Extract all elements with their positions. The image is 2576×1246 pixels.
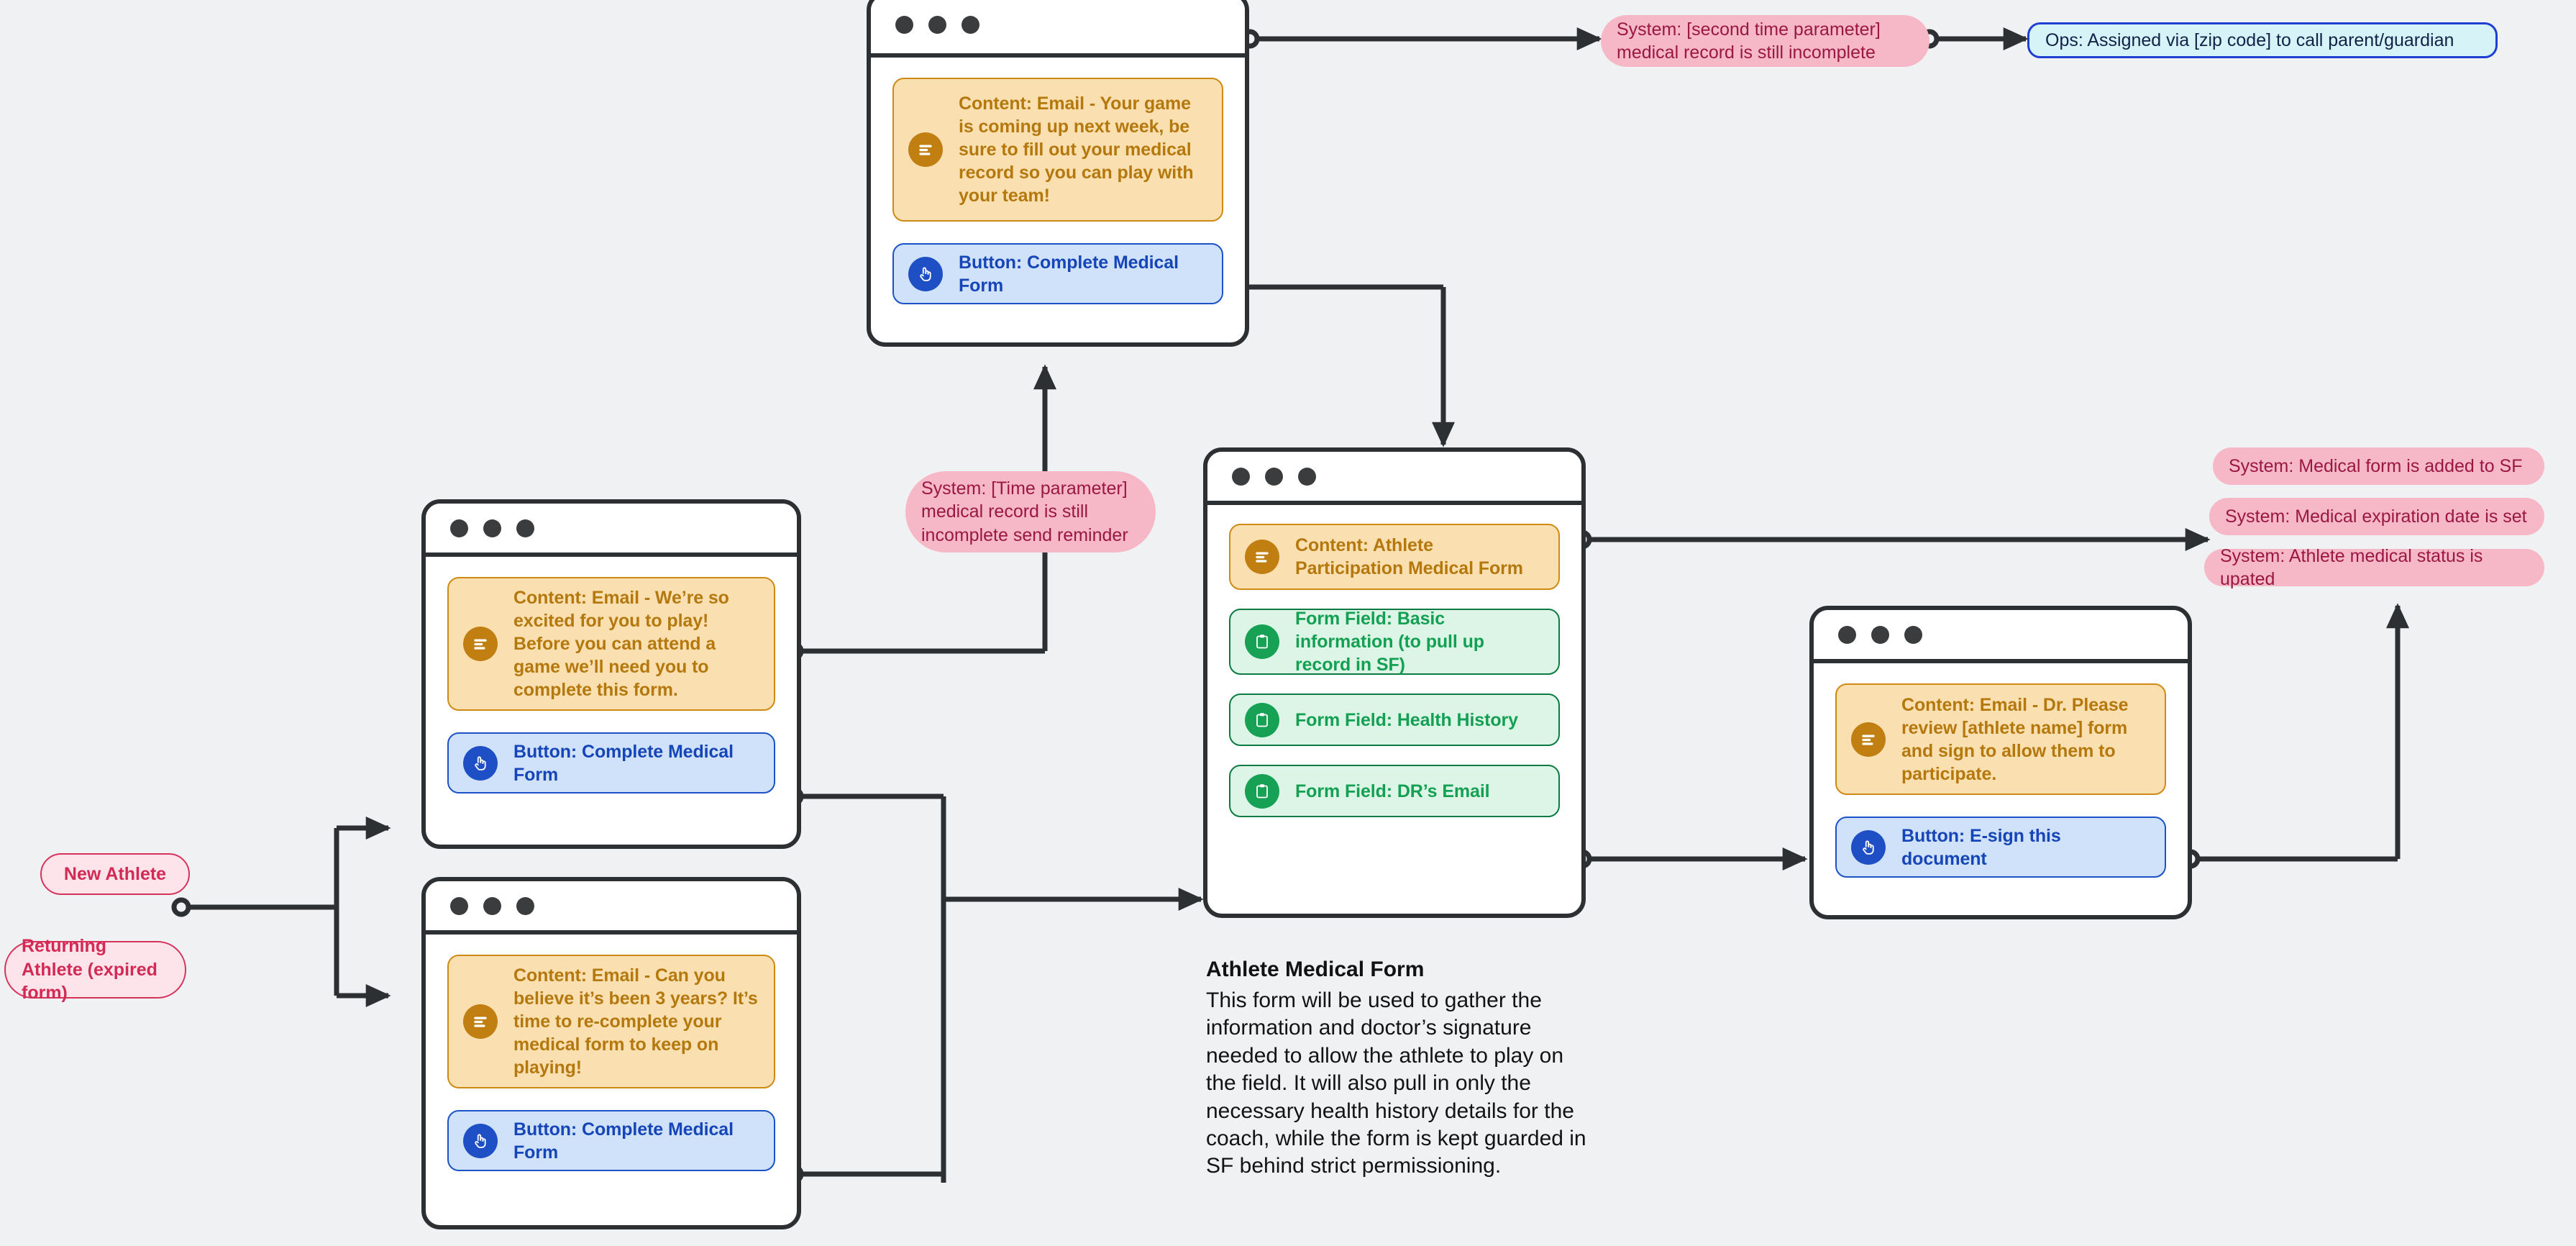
caption-block: Athlete Medical Form This form will be u… xyxy=(1206,957,1598,1181)
system-note-text: System: [Time parameter] medical record … xyxy=(921,478,1128,545)
window-titlebar xyxy=(426,881,797,934)
window-content: Content: Email - Dr. Please review [athl… xyxy=(1814,663,2188,899)
window-content: Content: Athlete Participation Medical F… xyxy=(1207,505,1581,839)
caption-body: This form will be used to gather the inf… xyxy=(1206,988,1586,1178)
button-label: Button: E-sign this document xyxy=(1901,825,2061,869)
window-dot-close-icon xyxy=(1838,625,1856,644)
clipboard-icon xyxy=(1245,624,1279,659)
document-lines-icon xyxy=(1245,540,1279,574)
caption-title: Athlete Medical Form xyxy=(1206,958,1425,981)
form-field-basic-information[interactable]: Form Field: Basic information (to pull u… xyxy=(1229,609,1560,675)
window-content: Content: Email - Can you believe it’s be… xyxy=(426,934,797,1193)
new-athlete-email-window[interactable]: Content: Email - We’re so excited for yo… xyxy=(421,499,801,849)
complete-medical-form-button[interactable]: Button: Complete Medical Form xyxy=(447,1110,775,1171)
doctor-esign-window[interactable]: Content: Email - Dr. Please review [athl… xyxy=(1809,606,2192,919)
complete-medical-form-button[interactable]: Button: Complete Medical Form xyxy=(892,243,1223,304)
window-dot-minimize-icon xyxy=(483,896,501,915)
form-field-dr-email[interactable]: Form Field: DR’s Email xyxy=(1229,765,1560,817)
start-node-returning-athlete[interactable]: Returning Athlete (expired form) xyxy=(4,936,186,1003)
clipboard-icon xyxy=(1245,773,1279,809)
system-note-text: System: Medical form is added to SF xyxy=(2229,455,2523,476)
content-card-text: Content: Athlete Participation Medical F… xyxy=(1295,535,1523,578)
window-content: Content: Email - Your game is coming up … xyxy=(871,58,1245,326)
document-lines-icon xyxy=(463,1004,498,1039)
button-label: Button: Complete Medical Form xyxy=(513,741,734,785)
window-titlebar xyxy=(426,504,797,557)
window-dot-maximize-icon xyxy=(516,519,534,537)
window-dot-close-icon xyxy=(895,15,913,34)
window-titlebar xyxy=(871,0,1245,58)
athlete-medical-form-window[interactable]: Content: Athlete Participation Medical F… xyxy=(1203,447,1586,918)
window-dot-close-icon xyxy=(1232,467,1250,486)
window-dot-minimize-icon xyxy=(1871,625,1889,644)
document-lines-icon xyxy=(1851,722,1886,757)
window-titlebar xyxy=(1207,452,1581,505)
system-note-time-parameter-reminder: System: [Time parameter] medical record … xyxy=(905,471,1156,552)
content-card[interactable]: Content: Email - Can you believe it’s be… xyxy=(447,955,775,1088)
button-label: Button: Complete Medical Form xyxy=(513,1119,734,1163)
document-lines-icon xyxy=(463,627,498,661)
content-card-text: Content: Email - Your game is coming up … xyxy=(959,94,1194,206)
pointer-hand-icon xyxy=(463,745,498,781)
window-dot-minimize-icon xyxy=(1265,467,1283,486)
form-field-label: Form Field: Health History xyxy=(1295,709,1518,730)
system-note-second-time-parameter: System: [second time parameter] medical … xyxy=(1601,15,1929,67)
window-dot-close-icon xyxy=(450,519,468,537)
content-card[interactable]: Content: Email - Dr. Please review [athl… xyxy=(1835,683,2166,795)
window-dot-minimize-icon xyxy=(928,15,946,34)
complete-medical-form-button[interactable]: Button: Complete Medical Form xyxy=(447,732,775,793)
content-card[interactable]: Content: Email - Your game is coming up … xyxy=(892,78,1223,222)
ops-note-text: Ops: Assigned via [zip code] to call par… xyxy=(2045,29,2454,50)
pointer-hand-icon xyxy=(463,1123,498,1158)
esign-document-button[interactable]: Button: E-sign this document xyxy=(1835,817,2166,878)
content-card[interactable]: Content: Email - We’re so excited for yo… xyxy=(447,577,775,711)
window-content: Content: Email - We’re so excited for yo… xyxy=(426,557,797,815)
pointer-hand-icon xyxy=(908,256,943,291)
system-note-status-updated: System: Athlete medical status is upated xyxy=(2204,546,2544,589)
document-lines-icon xyxy=(908,132,943,167)
content-card[interactable]: Content: Athlete Participation Medical F… xyxy=(1229,524,1560,590)
start-node-label: New Athlete xyxy=(63,863,167,884)
window-dot-maximize-icon xyxy=(1298,467,1316,486)
form-field-health-history[interactable]: Form Field: Health History xyxy=(1229,694,1560,746)
window-dot-maximize-icon xyxy=(516,896,534,915)
pointer-hand-icon xyxy=(1851,829,1886,865)
system-note-text: System: [second time parameter] medical … xyxy=(1617,19,1881,63)
start-node-new-athlete[interactable]: New Athlete xyxy=(40,853,190,895)
ops-note-assignment: Ops: Assigned via [zip code] to call par… xyxy=(2027,22,2498,58)
system-note-text: System: Athlete medical status is upated xyxy=(2220,545,2483,590)
content-card-text: Content: Email - Dr. Please review [athl… xyxy=(1901,694,2129,784)
system-note-form-added-to-sf: System: Medical form is added to SF xyxy=(2213,447,2544,485)
window-dot-maximize-icon xyxy=(1904,625,1922,644)
window-dot-close-icon xyxy=(450,896,468,915)
content-card-text: Content: Email - Can you believe it’s be… xyxy=(513,965,758,1078)
content-card-text: Content: Email - We’re so excited for yo… xyxy=(513,588,729,700)
button-label: Button: Complete Medical Form xyxy=(959,252,1179,296)
returning-athlete-email-window[interactable]: Content: Email - Can you believe it’s be… xyxy=(421,877,801,1229)
form-field-label: Form Field: DR’s Email xyxy=(1295,781,1490,801)
system-note-text: System: Medical expiration date is set xyxy=(2225,506,2527,527)
clipboard-icon xyxy=(1245,702,1279,737)
window-dot-minimize-icon xyxy=(483,519,501,537)
form-field-label: Form Field: Basic information (to pull u… xyxy=(1295,609,1484,675)
reminder-email-window[interactable]: Content: Email - Your game is coming up … xyxy=(867,0,1249,347)
window-titlebar xyxy=(1814,610,2188,663)
start-node-label: Returning Athlete (expired form) xyxy=(22,936,157,1004)
system-note-expiration-date-set: System: Medical expiration date is set xyxy=(2209,498,2544,535)
window-dot-maximize-icon xyxy=(962,15,979,34)
